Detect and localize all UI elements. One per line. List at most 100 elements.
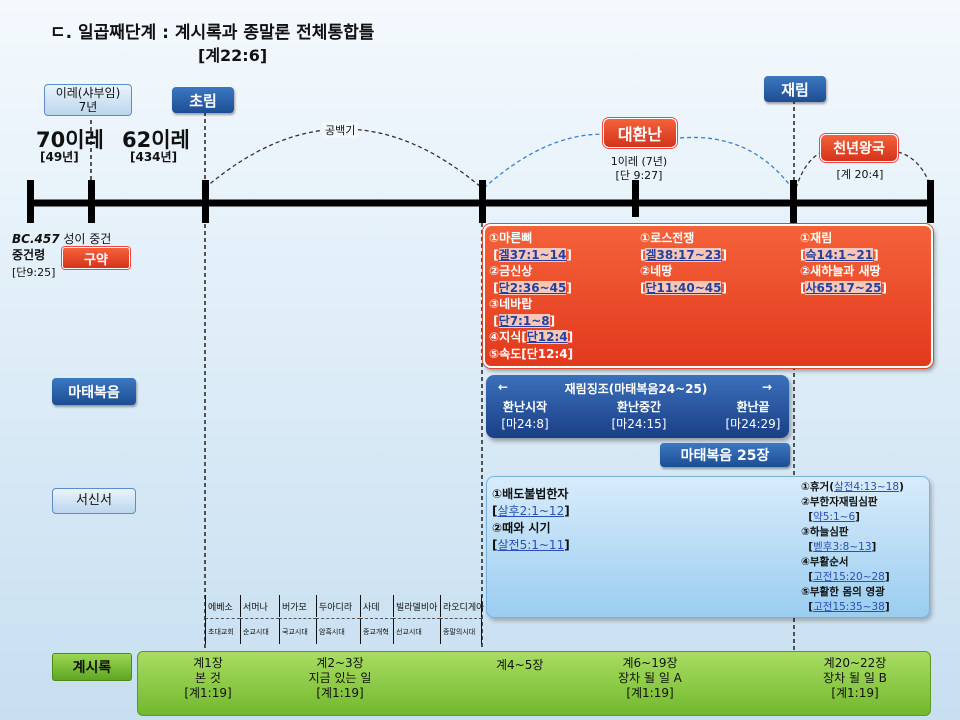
matthew-header: 재림징조(마태복음24~25) bbox=[564, 382, 708, 396]
church-era: 종말의시대 bbox=[440, 618, 482, 644]
millennium-ref: [계 20:4] bbox=[836, 168, 884, 181]
seventy-weeks-years: [49년] bbox=[40, 150, 79, 164]
ep-right-ref: [고전15:35~38] bbox=[801, 601, 890, 613]
sixtytwo-weeks-years: [434년] bbox=[130, 150, 178, 164]
rp-left-item: ④지식[단12:4] bbox=[489, 330, 574, 344]
ref-link[interactable]: 약5:1~6 bbox=[813, 511, 856, 523]
ref-link[interactable]: 단7:1~8 bbox=[498, 313, 550, 328]
church-era: 초대교회 bbox=[205, 618, 240, 644]
ref-link[interactable]: 단11:40~45 bbox=[645, 280, 722, 295]
ref-link[interactable]: 고전15:20~28 bbox=[813, 571, 885, 583]
ref-link[interactable]: 고전15:35~38 bbox=[813, 601, 885, 613]
matthew-item-ref: [마24:15] bbox=[611, 417, 667, 431]
one-week-ref: [단 9:27] bbox=[615, 169, 663, 182]
ref-link[interactable]: 살후2:1~12 bbox=[497, 504, 565, 518]
rp-left-item: ②금신상 bbox=[489, 264, 533, 278]
ref-link[interactable]: 단2:36~45 bbox=[498, 280, 567, 295]
ep-right-ref: [벧후3:8~13] bbox=[801, 541, 877, 553]
rev-section-3: 계4~5장 bbox=[496, 658, 544, 672]
trib-arc-right bbox=[679, 136, 793, 189]
ref-link[interactable]: 겔37:1~14 bbox=[498, 247, 567, 262]
tick-jaerim bbox=[790, 180, 797, 223]
sixtytwo-weeks: 62이레 bbox=[122, 128, 190, 152]
red-panel-left: ①마른뼈 [겔37:1~14] ②금신상 [단2:36~45] ③네바랍 [단7… bbox=[489, 230, 573, 362]
tick-trib-mid bbox=[632, 180, 639, 217]
tick-trib-start bbox=[479, 180, 486, 223]
church-name: 두아디라 bbox=[316, 595, 360, 617]
ep-right-ref: [고전15:20~28] bbox=[801, 571, 890, 583]
ire-label: 이레(샤부임) 7년 bbox=[44, 84, 132, 116]
ep-mid-item: ①배도불법한자 bbox=[492, 487, 569, 501]
rp-right-ref: [사65:17~25] bbox=[800, 280, 887, 295]
chorim-label: 초림 bbox=[172, 87, 234, 113]
rev-section-1: 계1장 본 것 [계1:19] bbox=[184, 656, 232, 700]
epistles-label: 서신서 bbox=[52, 488, 136, 514]
rev-section-2: 계2~3장 지금 있는 일 [계1:19] bbox=[308, 656, 372, 700]
matthew-item-ref: [마24:8] bbox=[501, 417, 549, 431]
ep-right-item: ⑤부활한 몸의 영광 bbox=[801, 586, 885, 598]
rev-section-4: 계6~19장 장차 될 일 A [계1:19] bbox=[618, 656, 682, 700]
ref-link[interactable]: 살전5:1~11 bbox=[497, 538, 565, 552]
church-name: 라오디게아 bbox=[440, 595, 484, 617]
matthew-item-ref: [마24:29] bbox=[725, 417, 781, 431]
ep-right-item: ②부한자재림심판 bbox=[801, 496, 878, 508]
rp-right-item: ①재림 bbox=[800, 231, 833, 245]
rev-section-5: 계20~22장 장차 될 일 B [계1:19] bbox=[823, 656, 887, 700]
bc457-year: BC.457 bbox=[12, 232, 60, 246]
mill-arc-left bbox=[795, 151, 823, 189]
page-subtitle: [계22:6] bbox=[198, 46, 268, 65]
bc457-text: 성이 중건 bbox=[59, 232, 112, 246]
ref-link[interactable]: 슥14:1~21 bbox=[805, 247, 874, 262]
red-panel-mid: ①로스전쟁 [겔38:17~23] ②네땅 [단11:40~45] bbox=[640, 230, 727, 296]
rp-left-ref: [단7:1~8] bbox=[489, 313, 556, 328]
ref-link[interactable]: 벧후3:8~13 bbox=[813, 541, 872, 553]
church-name: 사데 bbox=[360, 595, 393, 617]
matthew-label: 마태복음 bbox=[52, 378, 136, 405]
church-era: 암흑시대 bbox=[316, 618, 360, 644]
trib-arc-left bbox=[483, 133, 633, 189]
old-testament-tag: 구약 bbox=[62, 247, 130, 269]
church-name: 버가모 bbox=[279, 595, 316, 617]
jaerim-label: 재림 bbox=[764, 76, 826, 102]
arrow-right-icon: → bbox=[762, 380, 773, 394]
matthew-item: 환난시작 bbox=[502, 400, 548, 414]
ep-mid-item: ②때와 시기 bbox=[492, 521, 551, 535]
tick-chorim bbox=[202, 180, 209, 223]
church-era: 순교시대 bbox=[240, 618, 279, 644]
epistles-mid: ①배도불법한자 [살후2:1~12] ②때와 시기 [살전5:1~11] bbox=[492, 486, 570, 554]
rp-left-item: ①마른뼈 bbox=[489, 231, 533, 245]
tick-bc457 bbox=[27, 180, 34, 223]
church-era: 선교시대 bbox=[393, 618, 440, 644]
gap-period-label: 공백기 bbox=[322, 122, 359, 138]
seventy-weeks: 70이레 bbox=[36, 128, 104, 152]
rp-right-item: ②새하늘과 새땅 bbox=[800, 264, 881, 278]
revelation-bar bbox=[137, 651, 931, 716]
ep-right-item: ①휴거(살전4:13~18) bbox=[801, 481, 904, 493]
red-panel-right: ①재림 [슥14:1~21] ②새하늘과 새땅 [사65:17~25] bbox=[800, 230, 887, 296]
epistles-panel bbox=[486, 476, 930, 618]
great-tribulation-tag: 대환난 bbox=[603, 118, 677, 148]
arrow-left-icon: ← bbox=[498, 380, 509, 394]
tick-end bbox=[927, 180, 934, 223]
mill-arc-right bbox=[897, 151, 931, 186]
rp-mid-ref: [단11:40~45] bbox=[640, 280, 727, 295]
ep-mid-ref: [살전5:1~11] bbox=[492, 538, 570, 552]
epistles-right: ①휴거(살전4:13~18) ②부한자재림심판 [약5:1~6] ③하늘심판 [… bbox=[801, 480, 904, 615]
tick-70 bbox=[88, 180, 95, 223]
matthew-25-label: 마태복음 25장 bbox=[660, 443, 790, 467]
millennium-tag: 천년왕국 bbox=[820, 134, 898, 162]
church-name: 에베소 bbox=[205, 595, 240, 617]
ep-right-item: ④부활순서 bbox=[801, 556, 849, 568]
rp-mid-item: ②네땅 bbox=[640, 264, 673, 278]
church-name: 서머나 bbox=[240, 595, 279, 617]
ref-link[interactable]: 사65:17~25 bbox=[805, 280, 882, 295]
decree-label: 중건령 bbox=[12, 248, 46, 262]
ep-right-ref: [약5:1~6] bbox=[801, 511, 860, 523]
rp-left-ref: [겔37:1~14] bbox=[489, 247, 572, 262]
matthew-item: 환난끝 bbox=[736, 400, 770, 414]
ref-link[interactable]: 살전4:13~18 bbox=[834, 481, 900, 493]
rp-mid-item: ①로스전쟁 bbox=[640, 231, 695, 245]
ep-mid-ref: [살후2:1~12] bbox=[492, 504, 570, 518]
ref-link[interactable]: 단12:4 bbox=[526, 330, 568, 344]
ref-link[interactable]: 겔38:17~23 bbox=[645, 247, 722, 262]
